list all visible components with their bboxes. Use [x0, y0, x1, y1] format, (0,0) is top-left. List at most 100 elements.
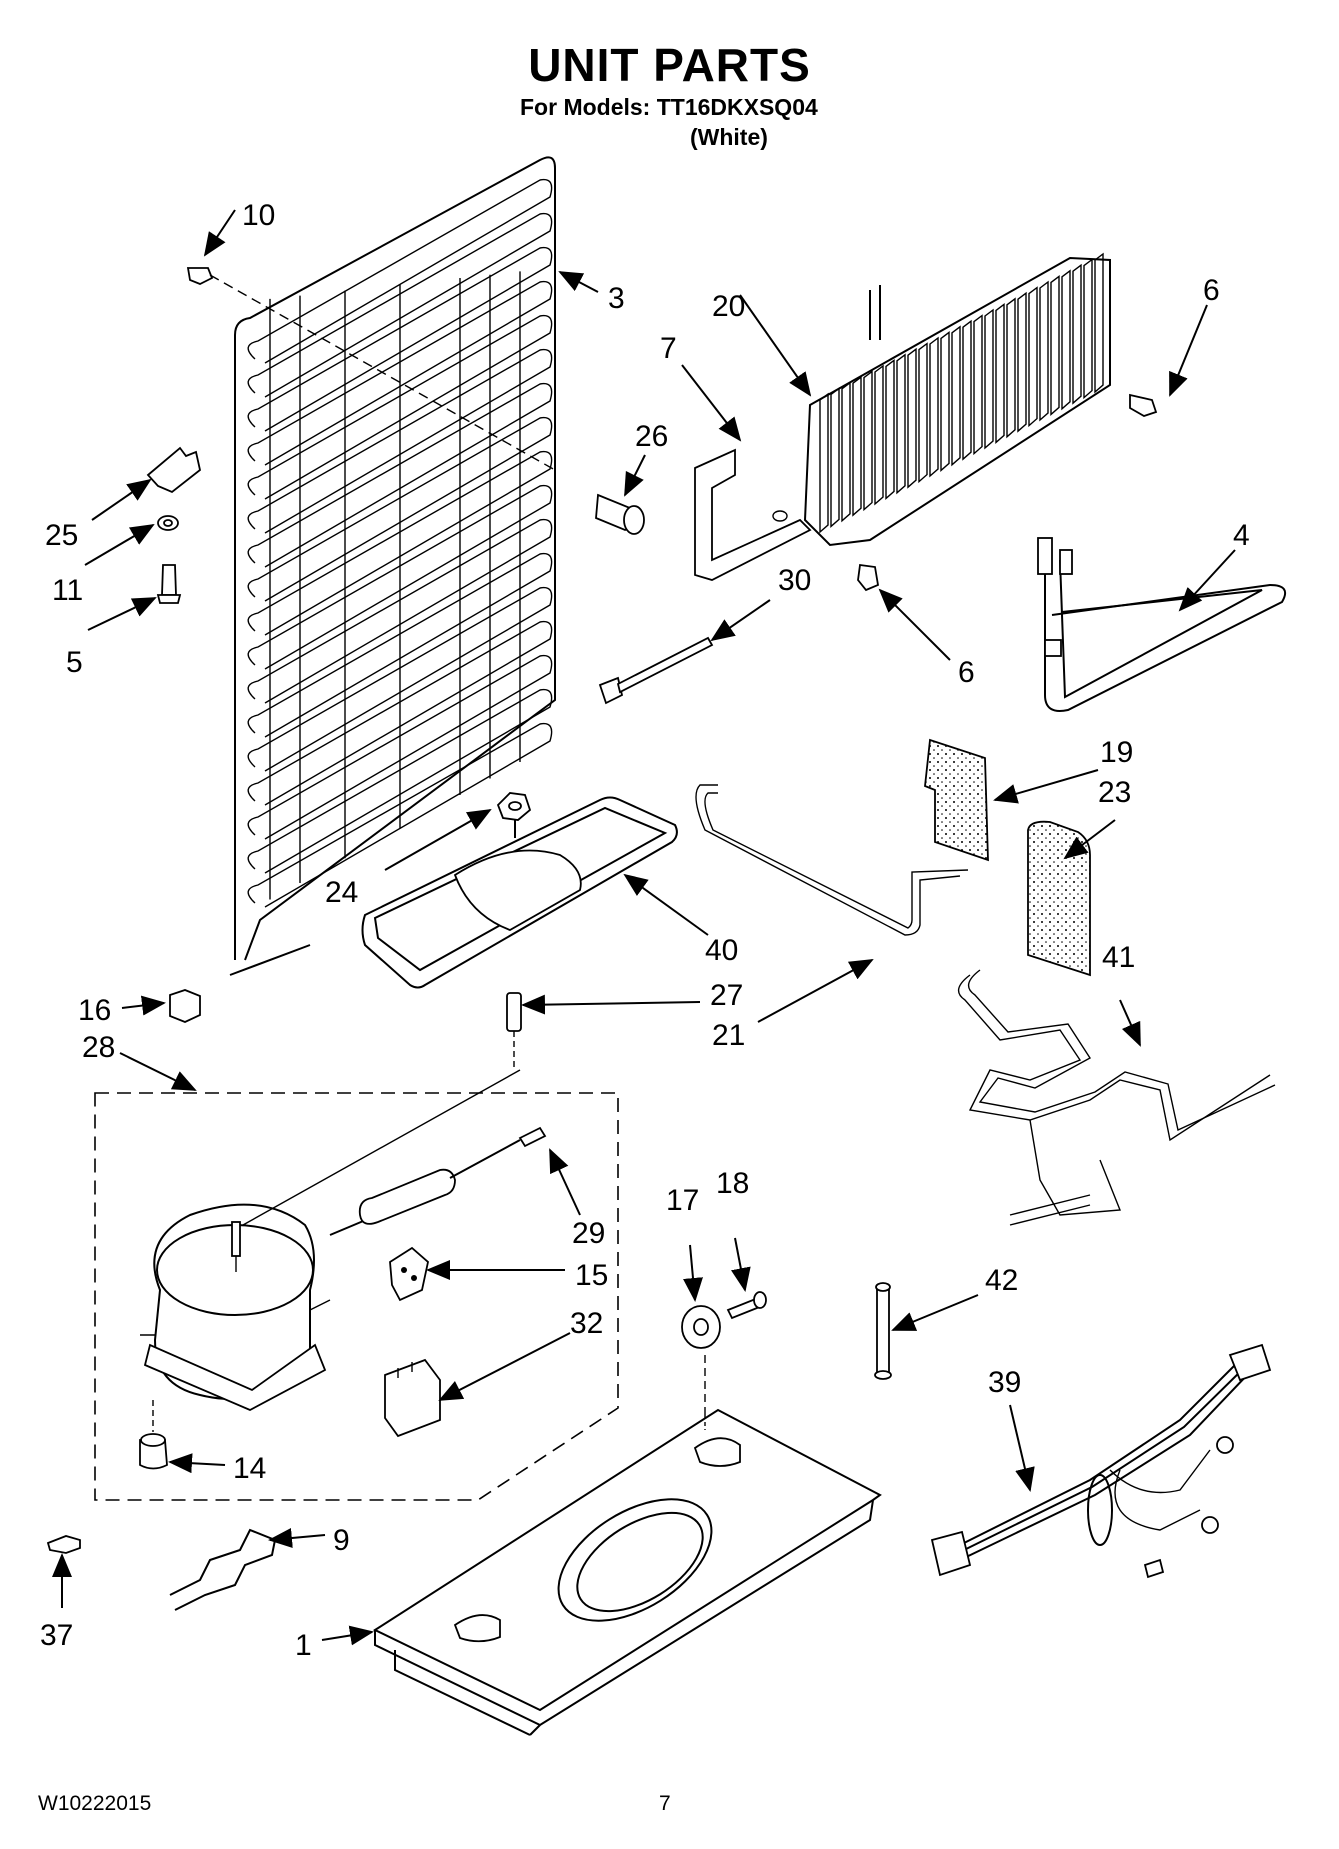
- callout-18: 18: [716, 1167, 749, 1200]
- tubing-41: [957, 969, 1276, 1226]
- callout-11: 11: [52, 574, 83, 607]
- callout-42: 42: [985, 1264, 1018, 1297]
- drain-pan-40: [361, 796, 678, 989]
- fin: [863, 370, 873, 512]
- pin-42: [874, 1282, 892, 1380]
- nut-24: [496, 792, 532, 838]
- fin: [995, 303, 1005, 444]
- fin: [907, 347, 917, 489]
- fin: [1006, 297, 1016, 439]
- fin: [962, 319, 972, 461]
- fin: [885, 359, 895, 500]
- screw-6b: [857, 563, 880, 592]
- callout-23: 23: [1098, 776, 1131, 809]
- compressor-kit-box-28: [94, 1092, 619, 1501]
- doc-number: W10222015: [38, 1792, 152, 1815]
- fin: [819, 392, 829, 534]
- grommet-26: [595, 493, 645, 535]
- capacitor-32: [384, 1358, 441, 1438]
- coil-loop: [247, 212, 553, 398]
- fin: [1094, 252, 1104, 394]
- fin: [896, 353, 906, 495]
- fin: [918, 342, 928, 484]
- coil-loop: [247, 178, 553, 364]
- callout-14: 14: [233, 1452, 266, 1485]
- callout-25: 25: [45, 519, 78, 552]
- fin: [973, 314, 983, 456]
- callout-9: 9: [333, 1524, 350, 1557]
- screw-18: [726, 1291, 767, 1320]
- callout-39: 39: [988, 1366, 1021, 1399]
- callout-37: 37: [40, 1619, 73, 1652]
- coil-loop: [247, 518, 553, 704]
- coil-loop: [247, 348, 553, 534]
- fin: [1028, 286, 1038, 428]
- fin: [1061, 269, 1071, 411]
- compressor: [140, 1069, 521, 1411]
- fin: [852, 375, 862, 517]
- fin: [1039, 280, 1049, 422]
- fin: [929, 336, 939, 478]
- grommet-17: [681, 1305, 721, 1420]
- coil-loop: [247, 654, 553, 840]
- coil-loop: [247, 450, 553, 636]
- grommet-14: [139, 1400, 168, 1470]
- fin-assembly-20: [694, 252, 1111, 581]
- callout-3: 3: [608, 282, 625, 315]
- fin: [1083, 258, 1093, 400]
- callout-24: 24: [325, 876, 358, 909]
- fin: [951, 325, 961, 467]
- condenser-coil: [229, 156, 556, 976]
- drain-tube-21: [695, 784, 969, 936]
- foam-block-19: [924, 738, 989, 862]
- screw-6a: [1129, 393, 1158, 417]
- coil-loop: [247, 620, 553, 806]
- defrost-heater-4: [1037, 537, 1286, 712]
- callout-17: 17: [666, 1184, 699, 1217]
- coil-loop: [247, 246, 553, 432]
- coil-loop: [247, 722, 553, 908]
- clip-16: [169, 989, 201, 1023]
- screw-5: [156, 564, 182, 604]
- screw-10: [186, 267, 556, 471]
- foam-block-23: [1027, 820, 1091, 977]
- callout-27: 27: [710, 979, 743, 1012]
- callout-1: 1: [295, 1629, 312, 1662]
- clip-37: [46, 1535, 81, 1554]
- tube-27: [506, 992, 522, 1070]
- callout-21: 21: [712, 1019, 745, 1052]
- coil-loop: [247, 280, 553, 466]
- coil-loop: [247, 314, 553, 500]
- cable-tie-30: [598, 636, 714, 705]
- callout-10: 10: [242, 199, 275, 232]
- coil-loop: [247, 552, 553, 738]
- callout-40: 40: [705, 934, 738, 967]
- bracket-25: [146, 446, 202, 494]
- page-number: 7: [659, 1792, 671, 1815]
- fin: [1072, 263, 1082, 405]
- coil-loop: [247, 484, 553, 670]
- wire-bracket-9: [169, 1528, 277, 1611]
- base-pan-1: [372, 1408, 882, 1736]
- callout-leaders: [52, 209, 1236, 1646]
- callout-15: 15: [575, 1259, 608, 1292]
- washer-11: [157, 515, 179, 531]
- fin: [1050, 275, 1060, 416]
- page-title: UNIT PARTS: [528, 39, 811, 91]
- callout-30: 30: [778, 564, 811, 597]
- callout-4: 4: [1233, 519, 1250, 552]
- callout-16: 16: [78, 994, 111, 1027]
- callout-32: 32: [570, 1307, 603, 1340]
- callout-20: 20: [712, 290, 745, 323]
- callout-numbers: 10 3 20 6 7 26 25 11 5 30 6 4 19 23 24 4…: [40, 199, 1250, 1662]
- filter-drier-29: [329, 1126, 547, 1236]
- callout-19: 19: [1100, 736, 1133, 769]
- color-line: (White): [690, 124, 768, 150]
- coil-loop: [247, 688, 553, 874]
- relay-15: [389, 1246, 429, 1302]
- fin: [984, 308, 994, 450]
- callout-6b: 6: [958, 656, 975, 689]
- fin: [1017, 291, 1027, 433]
